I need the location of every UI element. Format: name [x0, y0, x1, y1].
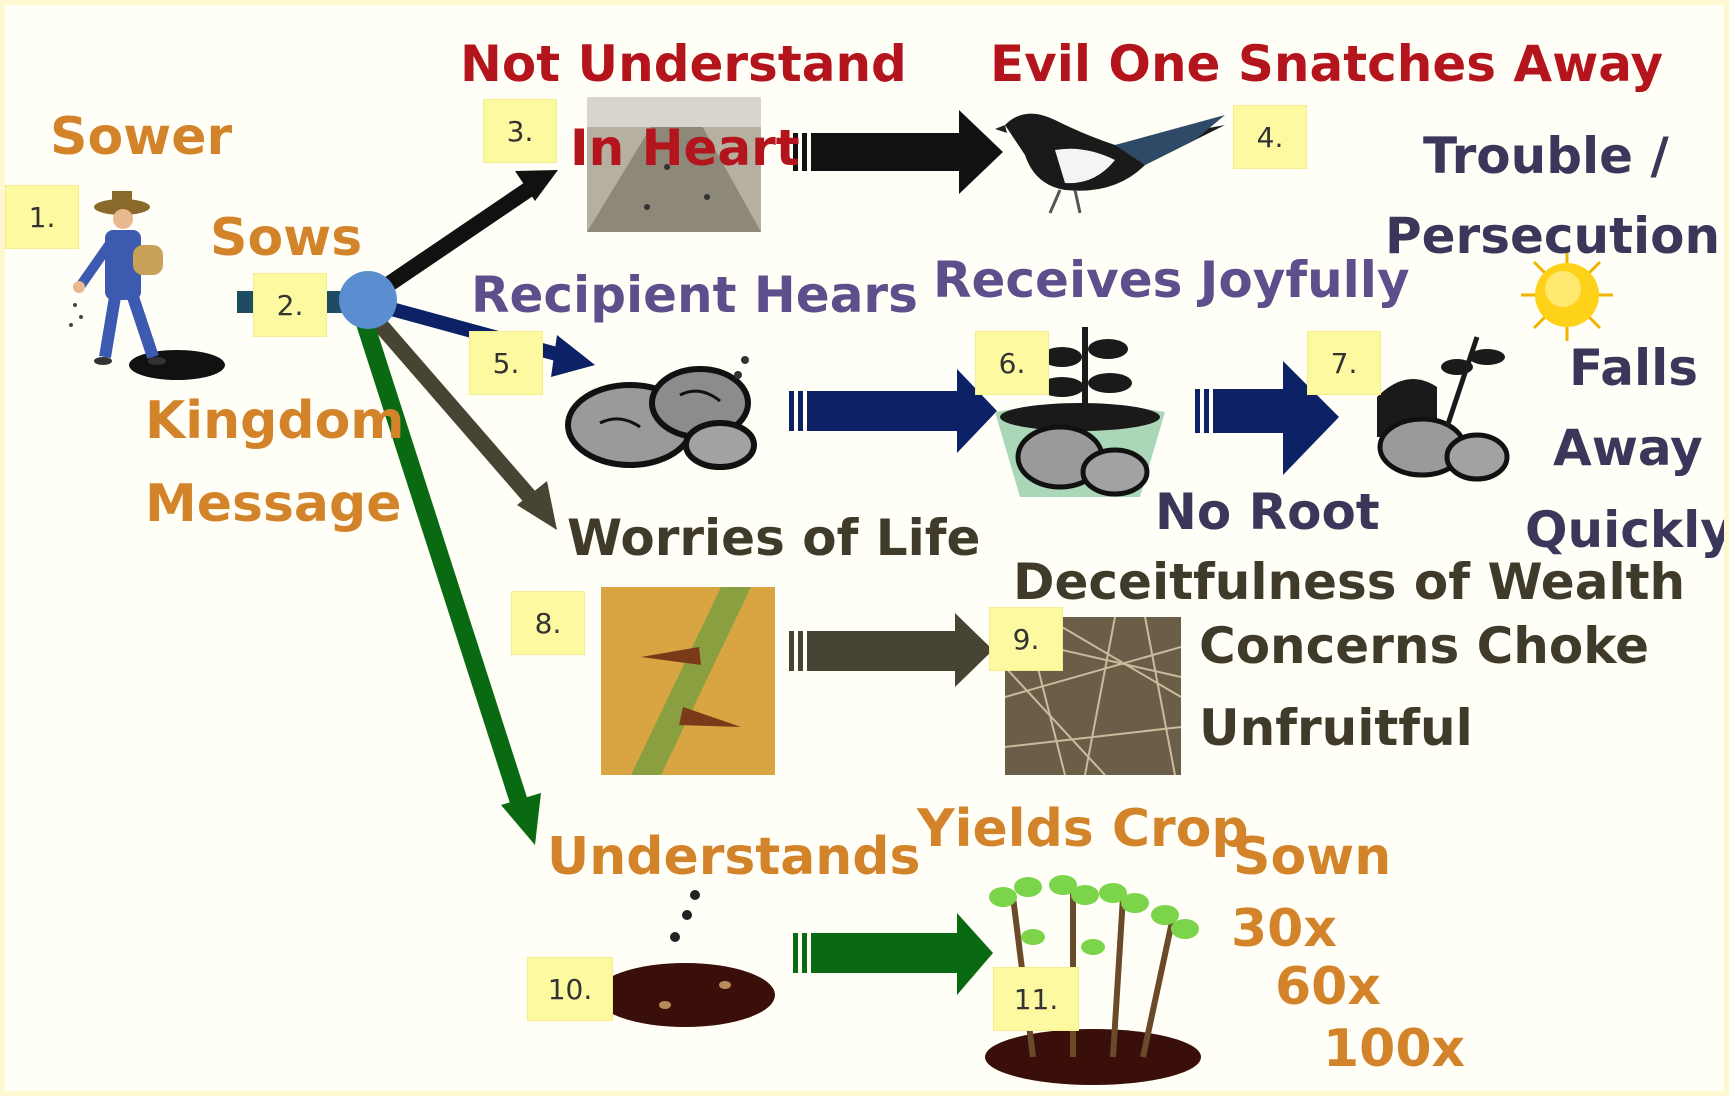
- label-evil-one: Evil One Snatches Away: [990, 35, 1664, 93]
- step-number-6: 6.: [975, 331, 1049, 395]
- farmer-sowing-icon: [69, 191, 225, 380]
- arrow-layer: [237, 110, 1339, 995]
- label-away: Away: [1553, 419, 1703, 477]
- label-30x: 30x: [1231, 899, 1337, 959]
- label-not-understand: Not Understand: [460, 35, 907, 93]
- label-60x: 60x: [1275, 957, 1381, 1017]
- label-sower: Sower: [50, 107, 233, 167]
- label-concerns-choke: Concerns Choke: [1199, 617, 1650, 675]
- label-in-heart: In Heart: [570, 119, 800, 177]
- block-arrow-3-to-4: [793, 110, 1003, 194]
- hub-circle: [339, 271, 397, 329]
- step-number-8: 8.: [511, 591, 585, 655]
- label-recipient-hears: Recipient Hears: [471, 266, 918, 324]
- block-arrow-5-to-6: [789, 369, 997, 453]
- label-kingdom: Kingdom: [145, 391, 405, 451]
- label-sows: Sows: [210, 208, 363, 268]
- label-message: Message: [145, 474, 402, 534]
- step-number-2: 2.: [253, 273, 327, 337]
- sun-icon: [1521, 249, 1613, 341]
- label-trouble: Trouble /: [1423, 127, 1669, 185]
- withered-plant-icon: [1377, 336, 1510, 482]
- step-number-3: 3.: [483, 99, 557, 163]
- label-worries: Worries of Life: [567, 509, 981, 567]
- label-unfruitful: Unfruitful: [1199, 699, 1473, 757]
- label-persecution: Persecution: [1385, 207, 1721, 265]
- thorn-stem-icon: [601, 587, 775, 775]
- label-yields-crop: Yields Crop: [917, 799, 1249, 859]
- block-arrow-10-to-11: [793, 913, 993, 995]
- magpie-bird-icon: [995, 113, 1225, 214]
- label-sown: Sown: [1233, 827, 1392, 887]
- label-no-root: No Root: [1155, 483, 1380, 541]
- block-arrow-8-to-9: [789, 613, 993, 687]
- label-deceitfulness: Deceitfulness of Wealth: [1013, 553, 1686, 611]
- step-number-9: 9.: [989, 607, 1063, 671]
- label-falls: Falls: [1569, 339, 1699, 397]
- growing-plants-icon: [985, 875, 1201, 1085]
- step-number-4: 4.: [1233, 105, 1307, 169]
- rocks-icon: [565, 356, 757, 470]
- label-understands: Understands: [547, 827, 921, 887]
- branch-arrow-good-soil: [354, 314, 541, 845]
- step-number-1: 1.: [5, 185, 79, 249]
- branch-arrow-path: [362, 170, 558, 306]
- step-number-7: 7.: [1307, 331, 1381, 395]
- block-arrow-6-to-7: [1195, 361, 1339, 475]
- seeds-in-soil-icon: [595, 890, 775, 1027]
- step-number-10: 10.: [527, 957, 613, 1021]
- path-image-icon: [587, 97, 761, 232]
- label-quickly: Quickly: [1525, 501, 1729, 559]
- step-number-11: 11.: [993, 967, 1079, 1031]
- sprout-on-rocks-icon: [995, 327, 1165, 497]
- branch-arrow-thorny: [363, 307, 557, 530]
- label-100x: 100x: [1323, 1019, 1466, 1079]
- label-receives-joyfully: Receives Joyfully: [933, 251, 1410, 309]
- step-number-5: 5.: [469, 331, 543, 395]
